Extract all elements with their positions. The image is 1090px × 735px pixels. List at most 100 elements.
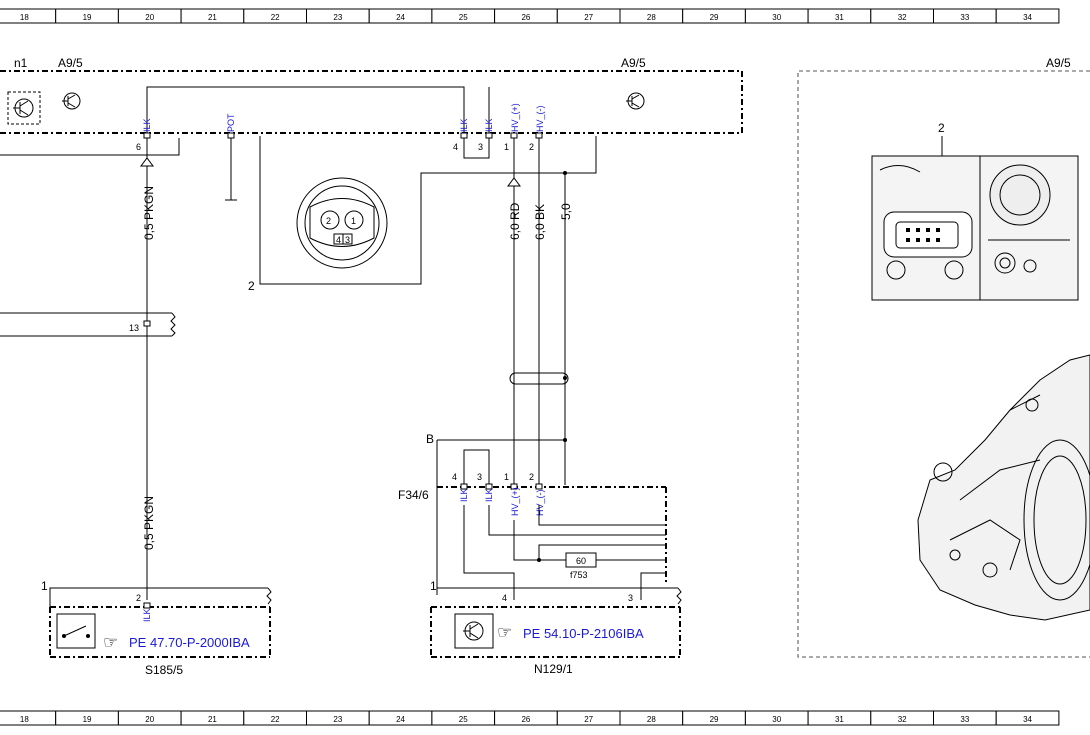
connector-face-diagram: 2 1 4 3: [296, 177, 388, 269]
a9-5-label-left: A9/5: [58, 56, 83, 70]
ruler-label: 27: [584, 715, 593, 724]
switch-icon: [62, 625, 90, 638]
pin-label-hv-minus: HV_(-): [535, 105, 545, 132]
ruler-label: 31: [835, 13, 844, 22]
ruler-label: 24: [396, 715, 405, 724]
pin-number: 2: [529, 142, 534, 152]
ruler-label: 23: [333, 715, 342, 724]
pin-number: 6: [136, 142, 141, 152]
ruler-label: 31: [835, 715, 844, 724]
bus-label: B: [426, 432, 434, 446]
pin-number: 4: [502, 593, 507, 603]
ruler-label: 22: [271, 13, 280, 22]
ruler-label: 32: [898, 715, 907, 724]
pin-number: 1: [504, 142, 509, 152]
pin-label-hv-plus: HV_(+): [510, 487, 520, 516]
s185-5-box: 1 2 ILK ☞ PE 47.70-P-2000IBA S185/5: [41, 579, 272, 677]
fuse-id: f753: [570, 570, 588, 580]
f34-6-label: F34/6: [398, 488, 429, 502]
wire-harness: 13 2: [0, 136, 597, 600]
pin-label-hv-plus: HV_(+): [510, 103, 520, 132]
ruler-label: 28: [647, 13, 656, 22]
ruler-label: 22: [271, 715, 280, 724]
transistor-frame: [7, 91, 41, 125]
ruler-label: 30: [772, 715, 781, 724]
ruler-label: 34: [1023, 715, 1032, 724]
pointing-hand-icon: ☞: [497, 623, 512, 642]
n1-label: n1: [14, 56, 28, 70]
transistor-icon: [626, 92, 645, 110]
wire-label: 6,0 RD: [508, 202, 522, 240]
pin-number: 1: [504, 472, 509, 482]
photo-callout-number: 2: [938, 121, 945, 135]
compressor-photo: [917, 354, 1090, 621]
transistor-icon: [13, 98, 34, 118]
wire-label: 0,5 PKGN: [142, 496, 156, 550]
pin-number: 3: [628, 593, 633, 603]
pin-number: 13: [129, 323, 139, 333]
ruler-label: 21: [208, 13, 217, 22]
pin-label-hv-minus: HV_(-): [535, 489, 545, 516]
ruler-cell: [995, 8, 1060, 24]
transistor-icon: [62, 92, 81, 110]
bus-b: B: [426, 432, 567, 595]
ruler-label: 21: [208, 715, 217, 724]
pin-number: 1: [430, 579, 437, 593]
ruler-label: 34: [1023, 13, 1032, 22]
pin-number: 4: [452, 472, 457, 482]
lead-label: 2: [248, 279, 255, 293]
ruler-label: 25: [459, 13, 468, 22]
pointing-hand-icon: ☞: [103, 633, 118, 652]
a9-5-module-box: n1 A9/5 A9/5 ILK POT ILK ILK HV_(+) HV_(…: [0, 56, 743, 152]
pin-number: 3: [477, 472, 482, 482]
pin-label-pot: POT: [226, 113, 236, 132]
a9-5-label-right: A9/5: [1046, 56, 1071, 70]
pin-label-ilk: ILK: [142, 608, 152, 622]
pin-label-ilk: ILK: [484, 118, 494, 132]
pin-label-ilk: ILK: [484, 488, 494, 502]
pin-number: 1: [41, 579, 48, 593]
a9-5-label-mid: A9/5: [621, 56, 646, 70]
ruler-label: 33: [960, 13, 969, 22]
ruler-label: 18: [20, 715, 29, 724]
wire-label: 0,5 PKGN: [142, 186, 156, 240]
connector-pin: 1: [351, 216, 356, 226]
component-photo-panel: A9/5 2: [797, 56, 1090, 658]
ruler-cell: [995, 710, 1060, 726]
ruler-label: 30: [772, 13, 781, 22]
ruler-label: 19: [83, 13, 92, 22]
pin-label-ilk: ILK: [459, 488, 469, 502]
ruler-label: 18: [20, 13, 29, 22]
pin-number: 2: [136, 593, 141, 603]
pin-number: 2: [529, 472, 534, 482]
n129-reference-link[interactable]: PE 54.10-P-2106IBA: [523, 626, 644, 641]
pin-number: 3: [478, 142, 483, 152]
wire-label: 5,0: [559, 203, 573, 220]
s185-5-label: S185/5: [145, 663, 183, 677]
connector-pin: 2: [326, 216, 331, 226]
s185-reference-link[interactable]: PE 47.70-P-2000IBA: [129, 635, 250, 650]
ruler-label: 20: [145, 715, 154, 724]
ruler-label: 26: [521, 715, 530, 724]
n129-1-box: 4 3 ☞ PE 54.10-P-2106IBA N129/1: [430, 587, 682, 676]
f34-6-box: F34/6 4 3 1 2 ILK ILK HV_(+) HV_(-) 60 f…: [398, 449, 667, 600]
ruler-label: 27: [584, 13, 593, 22]
connector-pin: 3: [345, 235, 350, 245]
ruler-label: 32: [898, 13, 907, 22]
fuse-value: 60: [576, 556, 586, 566]
ruler-label: 28: [647, 715, 656, 724]
ruler-label: 29: [710, 13, 719, 22]
ruler-label: 24: [396, 13, 405, 22]
connector-photo: [871, 155, 1079, 301]
pin-number: 4: [453, 142, 458, 152]
ruler-label: 20: [145, 13, 154, 22]
wire-label: 6,0 BK: [533, 204, 547, 240]
transistor-icon: [463, 621, 484, 641]
ruler-label: 25: [459, 715, 468, 724]
pin-label-ilk: ILK: [459, 118, 469, 132]
pin-label-ilk: ILK: [142, 118, 152, 132]
connector-pin: 4: [336, 235, 341, 245]
